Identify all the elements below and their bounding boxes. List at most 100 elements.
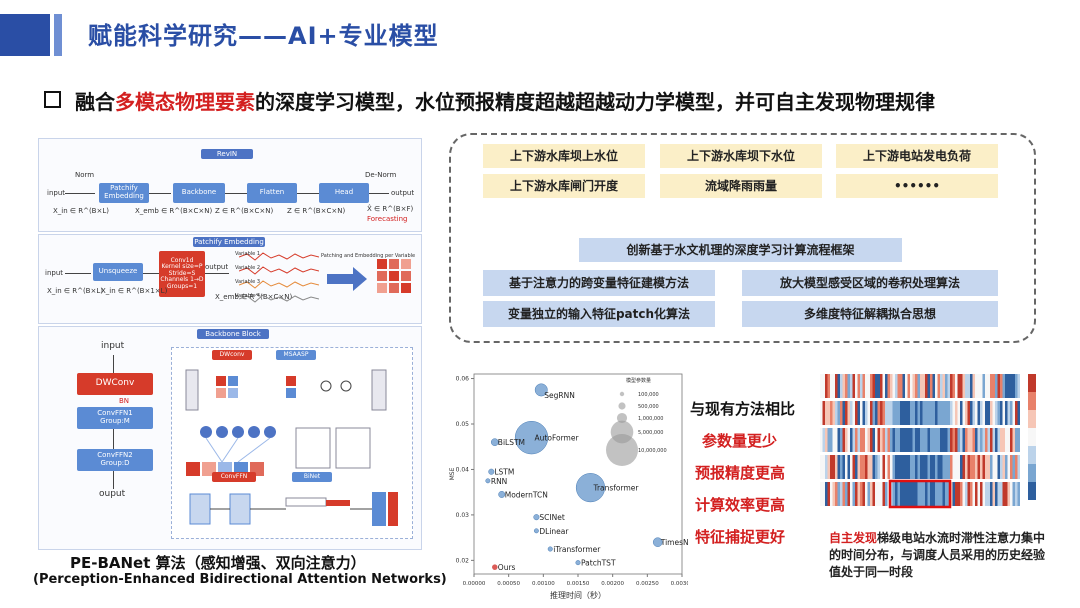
legend-label: 10,000,000 — [638, 448, 667, 454]
heatmap-cell — [855, 455, 858, 479]
heatmap-cell — [832, 455, 835, 479]
heatmap-cell — [945, 482, 948, 506]
heatmap-cell — [850, 482, 853, 506]
heatmap-cell — [1005, 455, 1008, 479]
input-label: input — [101, 341, 125, 351]
heatmap-cell — [965, 455, 968, 479]
heatmap-cell — [1000, 401, 1003, 425]
block-detail: DWconv MSAASP ConvFFN BiNet — [171, 347, 413, 539]
heatmap-cell — [887, 374, 890, 398]
heatmap-cell — [892, 401, 895, 425]
heatmap-cell — [1012, 482, 1015, 506]
heatmap-cell — [917, 401, 920, 425]
heatmap-cell — [905, 428, 908, 452]
heatmap-cell — [900, 428, 903, 452]
arrow — [65, 193, 95, 194]
heatmap-cell — [862, 455, 865, 479]
heatmap-cell — [1010, 401, 1013, 425]
point-label: iTransformer — [553, 545, 601, 554]
heatmap-cell — [945, 428, 948, 452]
heatmap-cell — [960, 455, 963, 479]
heatmap-cell — [875, 482, 878, 506]
heatmap-cell — [857, 428, 860, 452]
heatmap-cell — [820, 482, 823, 506]
heatmap-cell — [935, 374, 938, 398]
z2-label: Z ∈ R^(B×C×N) — [287, 207, 346, 215]
heatmap-cell — [870, 401, 873, 425]
colorbar-segment — [1028, 428, 1036, 446]
x-tick-label: 0.00000 — [463, 581, 486, 587]
arrow — [65, 273, 91, 274]
data-point — [547, 546, 553, 552]
heatmap-cell — [927, 428, 930, 452]
variable-waves — [239, 252, 319, 303]
heatmap-cell — [980, 401, 983, 425]
heatmap-cell — [942, 482, 945, 506]
heatmap-cell — [1012, 401, 1015, 425]
arrow — [369, 193, 389, 194]
heatmap-cell — [897, 482, 900, 506]
heatmap-cell — [1015, 482, 1018, 506]
heatmap-cell — [975, 401, 978, 425]
heatmap-cell — [837, 455, 840, 479]
heatmap-cell — [905, 374, 908, 398]
point-label: LSTM — [494, 468, 514, 477]
arrow — [113, 429, 114, 449]
heatmap-cell — [997, 455, 1000, 479]
colorbar-segment — [1028, 482, 1036, 500]
heatmap-cell — [965, 482, 968, 506]
x-emb-label: X_emb ∈ R^(B×C×N) — [215, 293, 293, 301]
heatmap-cell — [900, 374, 903, 398]
legend-title: 模型参数量 — [626, 377, 651, 384]
heatmap-cell — [892, 374, 895, 398]
heatmap-cell — [1012, 455, 1015, 479]
heatmap-cell — [1007, 428, 1010, 452]
heatmap-cell — [845, 428, 848, 452]
heatmap-cell — [1005, 374, 1008, 398]
heatmap-cell — [940, 482, 943, 506]
point-label: ModernTCN — [505, 490, 548, 499]
heatmap-cell — [822, 401, 825, 425]
heatmap-cell — [845, 401, 848, 425]
feature-framework-box — [449, 133, 1036, 343]
heatmap-cell — [955, 455, 958, 479]
heatmap-cell — [977, 482, 980, 506]
heatmap-cell — [942, 401, 945, 425]
heatmap-cell — [922, 455, 925, 479]
patchify-block: Patchify Embedding — [99, 183, 149, 203]
heatmap-cell — [912, 455, 915, 479]
heatmap-cell — [822, 374, 825, 398]
heatmap-cell — [857, 482, 860, 506]
data-point — [485, 478, 491, 484]
heatmap-cell — [852, 374, 855, 398]
heatmap-cell — [1015, 428, 1018, 452]
heatmap-cell — [1002, 374, 1005, 398]
heatmap-cell — [870, 455, 873, 479]
heatmap-cell — [830, 374, 833, 398]
data-point — [514, 420, 549, 455]
heatmap-cell — [860, 428, 863, 452]
heatmap-cell — [1015, 455, 1018, 479]
heatmap-cell — [895, 428, 898, 452]
heatmap-cell — [1002, 482, 1005, 506]
plot-frame — [473, 373, 683, 575]
heatmap-cell — [932, 374, 935, 398]
heatmap-cell — [910, 455, 913, 479]
heatmap-cell — [970, 374, 973, 398]
heatmap-cell — [942, 455, 945, 479]
heatmap-cell — [822, 455, 825, 479]
heatmap-cell — [925, 428, 928, 452]
heatmap-cell — [937, 455, 940, 479]
heatmap-cell — [987, 482, 990, 506]
heatmap-cell — [980, 428, 983, 452]
heatmap-cell — [902, 455, 905, 479]
heatmap-cell — [902, 401, 905, 425]
heatmap-cell — [987, 374, 990, 398]
heatmap-cell — [875, 428, 878, 452]
heatmap-cell — [905, 482, 908, 506]
data-point — [490, 438, 499, 447]
heatmap-cell — [900, 401, 903, 425]
heatmap-cell — [877, 428, 880, 452]
data-point — [533, 528, 539, 534]
heatmap-cell — [902, 428, 905, 452]
